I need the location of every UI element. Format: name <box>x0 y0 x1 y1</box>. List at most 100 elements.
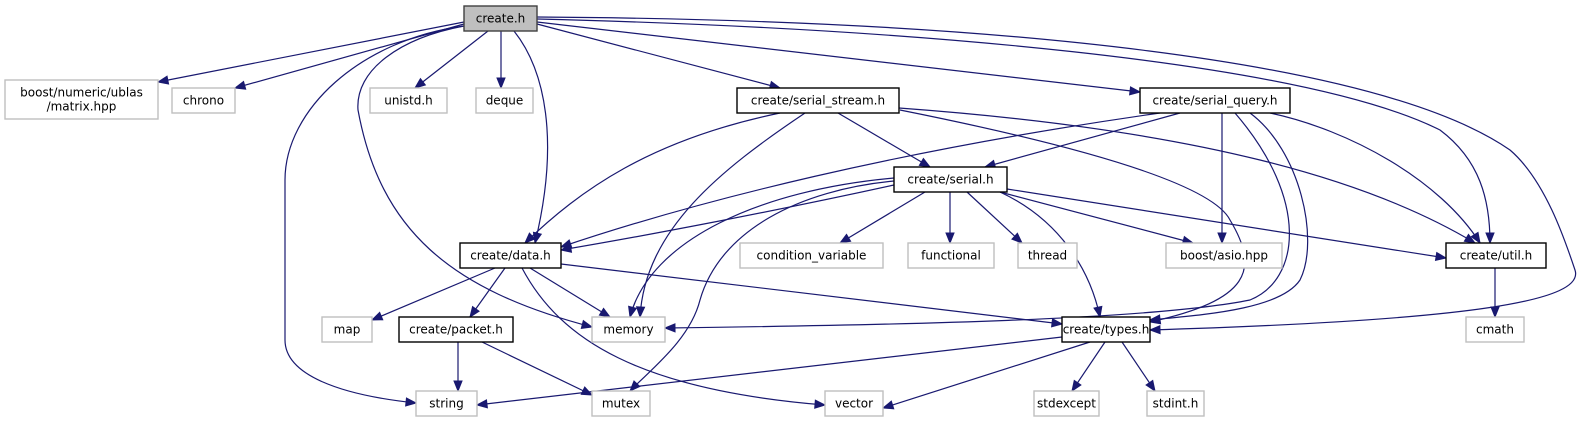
arrowhead-icon <box>881 400 895 410</box>
edge-line <box>629 177 895 318</box>
node-chrono: chrono <box>171 87 236 114</box>
edge-serial-h-to-thread <box>966 191 1023 244</box>
node-functional: functional <box>907 242 995 269</box>
node-create-h[interactable]: create.h <box>463 5 538 32</box>
edge-line <box>1006 188 1447 259</box>
arrowhead-icon <box>1071 379 1082 393</box>
arrowhead-icon <box>918 157 932 168</box>
node-box <box>321 316 373 343</box>
node-stdexcept: stdexcept <box>1033 390 1100 417</box>
node-serial-stream-h[interactable]: create/serial_stream.h <box>736 87 900 114</box>
arrowhead-icon <box>524 232 536 244</box>
node-box <box>1017 242 1078 269</box>
arrowhead-icon <box>1129 86 1142 96</box>
node-label: /matrix.hpp <box>47 100 117 114</box>
arrowhead-icon <box>1485 232 1495 245</box>
edge-line <box>837 112 931 168</box>
edge-serial-query-h-to-types-h <box>1148 112 1309 324</box>
node-mutex: mutex <box>591 390 651 417</box>
arrowhead-icon <box>629 380 641 392</box>
node-label: mutex <box>602 397 640 411</box>
node-box <box>1033 390 1100 417</box>
edge-serial-h-to-functional <box>945 192 955 245</box>
edge-create-h-to-serial-query-h <box>536 21 1142 96</box>
edge-line <box>536 18 1491 244</box>
arrowhead-icon <box>1011 232 1023 244</box>
edge-line <box>371 267 496 321</box>
edge-line <box>629 180 895 392</box>
node-data-h[interactable]: create/data.h <box>459 242 562 269</box>
arrowhead-icon <box>453 380 463 393</box>
edge-create-h-to-util-h <box>536 18 1495 245</box>
arrowhead-icon <box>1148 324 1161 335</box>
edge-data-h-to-map <box>370 267 496 321</box>
node-packet-h[interactable]: create/packet.h <box>398 316 514 343</box>
arrowhead-icon <box>663 323 676 333</box>
edge-serial-query-h-to-util-h <box>1269 112 1481 245</box>
node-stdint-h: stdint.h <box>1146 390 1205 417</box>
edge-line <box>521 267 826 406</box>
arrowhead-icon <box>1470 231 1481 245</box>
node-box <box>398 316 514 343</box>
edge-line <box>966 191 1023 244</box>
edge-line <box>984 112 1181 168</box>
node-deque: deque <box>475 87 534 114</box>
node-label: unistd.h <box>384 94 433 108</box>
node-serial-query-h[interactable]: create/serial_query.h <box>1139 87 1291 114</box>
node-label: boost/asio.hpp <box>1180 249 1268 263</box>
edge-create-h-to-string <box>284 25 465 407</box>
edge-create-h-to-memory <box>357 25 594 329</box>
node-box <box>459 242 562 269</box>
edge-data-h-to-packet-h <box>469 267 506 319</box>
node-box <box>475 87 534 114</box>
edge-serial-stream-h-to-types-h <box>899 109 1246 325</box>
arrowhead-icon <box>580 319 594 329</box>
edge-line <box>664 112 1290 329</box>
node-box <box>1445 242 1547 269</box>
arrowhead-icon <box>370 311 384 321</box>
node-box <box>1061 316 1151 343</box>
node-box <box>369 87 448 114</box>
arrowhead-icon <box>814 399 827 409</box>
edge-types-h-to-stdexcept <box>1071 341 1106 393</box>
arrowhead-icon <box>413 77 427 89</box>
edge-serial-stream-h-to-memory <box>635 112 806 319</box>
node-util-h[interactable]: create/util.h <box>1445 242 1547 269</box>
edge-serial-query-h-to-memory <box>663 112 1290 333</box>
node-types-h[interactable]: create/types.h <box>1061 316 1151 343</box>
node-vector: vector <box>824 390 884 417</box>
edge-line <box>513 30 549 244</box>
edge-data-h-to-memory <box>529 267 612 318</box>
edge-line <box>357 25 593 328</box>
node-label: map <box>334 323 361 337</box>
edge-serial-stream-h-to-data-h <box>524 112 781 244</box>
arrowhead-icon <box>945 232 955 245</box>
edge-line <box>882 341 1091 409</box>
arrowhead-icon <box>580 386 594 396</box>
node-matrix-hpp: boost/numeric/ublas/matrix.hpp <box>4 79 159 120</box>
arrowhead-icon <box>1145 379 1156 393</box>
edge-line <box>899 109 1246 323</box>
edge-line <box>1149 112 1309 321</box>
node-memory: memory <box>591 316 666 343</box>
node-box <box>1146 390 1205 417</box>
edge-line <box>157 21 465 83</box>
arrowhead-icon <box>628 305 638 319</box>
edge-line <box>560 263 1063 325</box>
edge-line <box>476 336 1063 406</box>
node-map: map <box>321 316 373 343</box>
edge-serial-query-h-to-serial-h <box>983 112 1181 169</box>
edge-line <box>234 23 465 89</box>
node-label: stdint.h <box>1153 397 1199 411</box>
edge-line <box>560 184 895 251</box>
node-label: create/packet.h <box>409 323 503 337</box>
node-box <box>463 5 538 32</box>
node-label: create/serial_stream.h <box>751 94 885 108</box>
arrowhead-icon <box>559 243 573 253</box>
node-label: create/serial_query.h <box>1152 94 1277 108</box>
node-label: functional <box>921 249 981 263</box>
edge-packet-h-to-string <box>453 342 463 393</box>
edge-line <box>839 191 926 244</box>
edge-serial-h-to-util-h <box>1006 188 1448 262</box>
node-serial-h[interactable]: create/serial.h <box>893 166 1008 193</box>
